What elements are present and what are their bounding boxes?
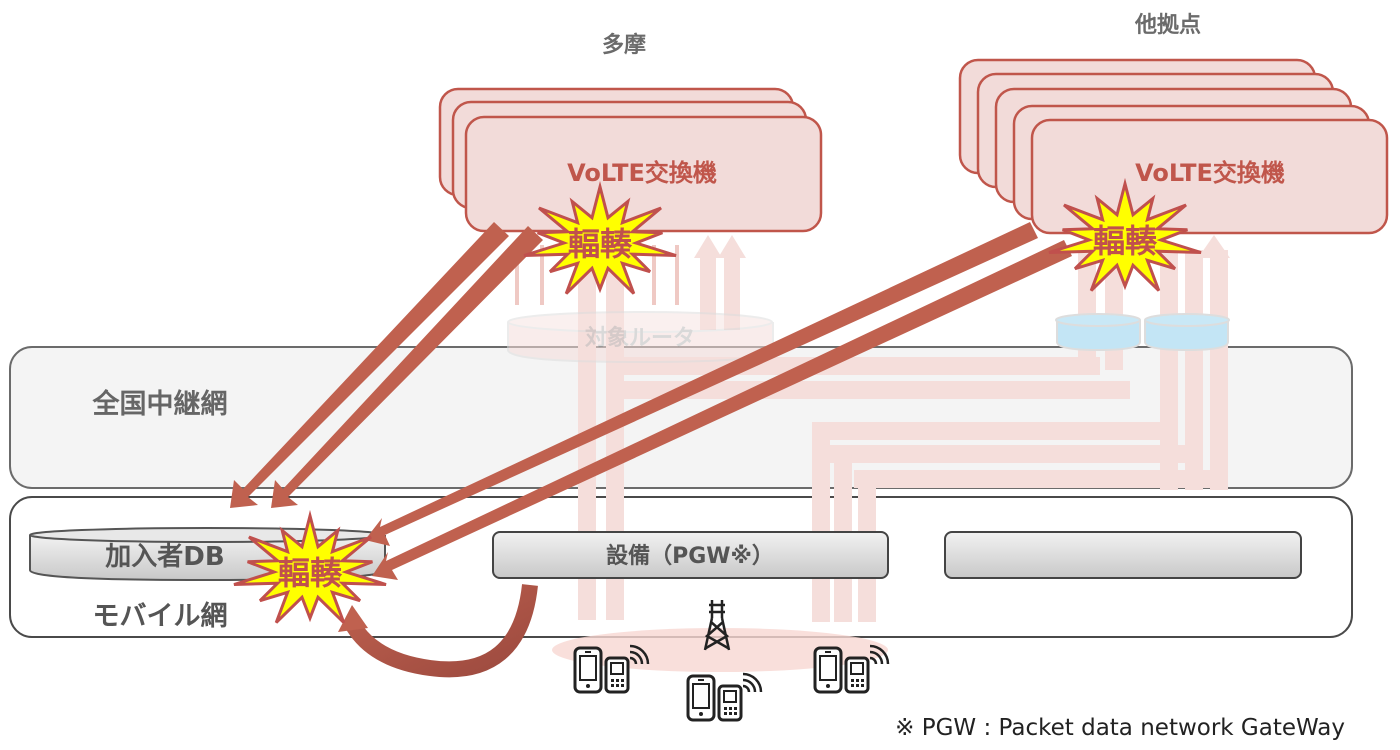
target-router-label: 対象ルータ — [585, 325, 695, 351]
volte-switch-tama — [438, 87, 823, 233]
mobile-phones-icon — [813, 644, 890, 694]
congestion-burst: 輻輳 — [523, 180, 677, 295]
volte-switch-other — [958, 58, 1389, 235]
burst-label: 輻輳 — [568, 225, 633, 263]
arrow-other-db-1 — [365, 222, 1038, 546]
other-site-routers — [1055, 313, 1230, 352]
target-router: 対象ルータ — [507, 311, 774, 364]
pgw-equipment: 設備（PGW※） — [492, 531, 889, 579]
mobile-phones-icon — [573, 644, 650, 694]
arrow-pgw-db-head — [338, 605, 368, 632]
relay-network-label: 全国中継網 — [92, 388, 228, 420]
congestion-bursts: 輻輳輻輳輻輳 — [233, 177, 1202, 624]
burst-star — [1048, 177, 1202, 292]
burst-label: 輻輳 — [1093, 222, 1158, 260]
cell-tower-icon — [703, 600, 731, 651]
congestion-burst: 輻輳 — [1048, 177, 1202, 292]
burst-star — [233, 509, 387, 624]
volte-switch-tama-label: VoLTE交換機 — [567, 159, 717, 187]
subscriber-db-label: 加入者DB — [105, 542, 224, 572]
congestion-burst: 輻輳 — [233, 509, 387, 624]
mobile-phones-icon — [686, 672, 763, 722]
arrow-tama-db-2 — [271, 226, 543, 508]
arrow-tama-db-1 — [230, 222, 509, 508]
handsets — [573, 644, 890, 722]
site-label-other: 他拠点 — [1134, 12, 1201, 38]
other-equipment — [944, 531, 1302, 579]
congestion-arrows — [230, 222, 1072, 580]
arrow-other-db-2 — [372, 240, 1072, 580]
mobile-network-label: モバイル網 — [93, 600, 228, 632]
burst-star — [523, 180, 677, 295]
volte-switch-other-label: VoLTE交換機 — [1135, 159, 1285, 187]
arrow-pgw-db — [342, 584, 538, 678]
pgw-label: 設備（PGW※） — [606, 543, 774, 569]
footnote: ※ PGW : Packet data network GateWay — [895, 715, 1345, 741]
site-label-tama: 多摩 — [602, 32, 646, 58]
burst-label: 輻輳 — [278, 554, 343, 592]
